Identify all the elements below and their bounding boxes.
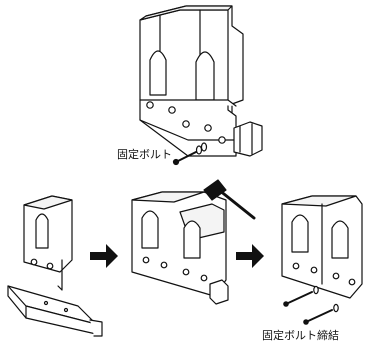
washer-icon [313,285,339,313]
arrow-right-icon [236,244,264,268]
washer-icon [195,142,208,155]
fixing-bolt-label: 固定ボルト [117,148,172,161]
step-hammer-seating [131,179,256,305]
step-rail-insertion [7,195,103,337]
step-bolt-tightening [281,195,363,325]
rail-icon [7,285,103,337]
fixing-bolt-tightening-label: 固定ボルト締結 [262,329,339,342]
top-assembly [139,5,263,166]
bolt-icon [283,291,333,325]
hammer-icon [203,179,256,220]
arrow-right-icon [90,244,118,268]
bolt-icon [172,151,197,166]
